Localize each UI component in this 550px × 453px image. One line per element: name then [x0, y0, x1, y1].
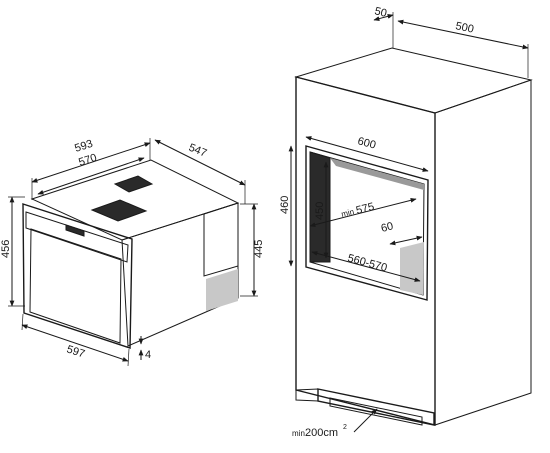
cabinet-drawing: 50 500 600 460 450 min 575 60 560-570 mi…: [279, 5, 533, 439]
oven-front-panel: [22, 203, 133, 349]
dim-label-575: 575: [355, 201, 376, 217]
dim-label-450: 450: [314, 202, 326, 220]
dim-label-50: 50: [373, 5, 388, 20]
dim-label-547: 547: [187, 142, 209, 160]
dim-line-60: [389, 235, 423, 246]
dim-label-500: 500: [454, 20, 474, 36]
ext-line: [21, 313, 24, 331]
dim-line-597: [21, 324, 129, 362]
dim-label-60: 60: [380, 220, 395, 235]
niche-top-shadow: [330, 158, 424, 190]
dim-line-560-570: [311, 251, 421, 282]
oven-door-glass: [29, 228, 122, 344]
oven-control-strip: [25, 211, 129, 263]
oven-rear-block: [203, 202, 239, 277]
vent-label-value: 200cm: [305, 427, 338, 439]
dim-line-575: [309, 198, 417, 227]
dim-line-vent: [353, 408, 378, 433]
vent-label-superscript: 2: [343, 424, 347, 431]
oven-top-vent-1: [113, 175, 154, 193]
dim-line-600: [305, 136, 429, 172]
dim-line-547: [154, 139, 246, 186]
dim-line-500: [397, 19, 529, 50]
dim-line-50: [373, 14, 394, 21]
oven-drawing: 593 570 547 456 445 597 4: [0, 138, 265, 367]
cabinet-top-face: [294, 47, 533, 114]
oven-display: [65, 224, 85, 237]
dim-label-600: 600: [356, 135, 377, 151]
vent-slot: [329, 397, 423, 426]
cabinet-side-face: [434, 79, 532, 426]
oven-rear-shadow: [206, 269, 238, 311]
dim-label-593: 593: [73, 138, 94, 155]
dim-label-456: 456: [0, 240, 12, 258]
dim-label-597: 597: [65, 343, 86, 360]
oven-top-vent-2: [90, 199, 148, 222]
vent-label-prefix: min: [292, 429, 305, 438]
dim-label-460: 460: [279, 196, 291, 214]
dim-label-4: 4: [145, 349, 151, 361]
plinth-left: [295, 388, 319, 402]
dim-line-570: [37, 157, 145, 195]
dim-label-445: 445: [253, 240, 265, 258]
ext-line: [127, 348, 130, 367]
dim-label-575-prefix: min: [340, 207, 355, 219]
niche-right-wall: [400, 242, 424, 295]
dim-label-560-570: 560-570: [346, 252, 388, 274]
dim-label-570: 570: [77, 152, 98, 169]
